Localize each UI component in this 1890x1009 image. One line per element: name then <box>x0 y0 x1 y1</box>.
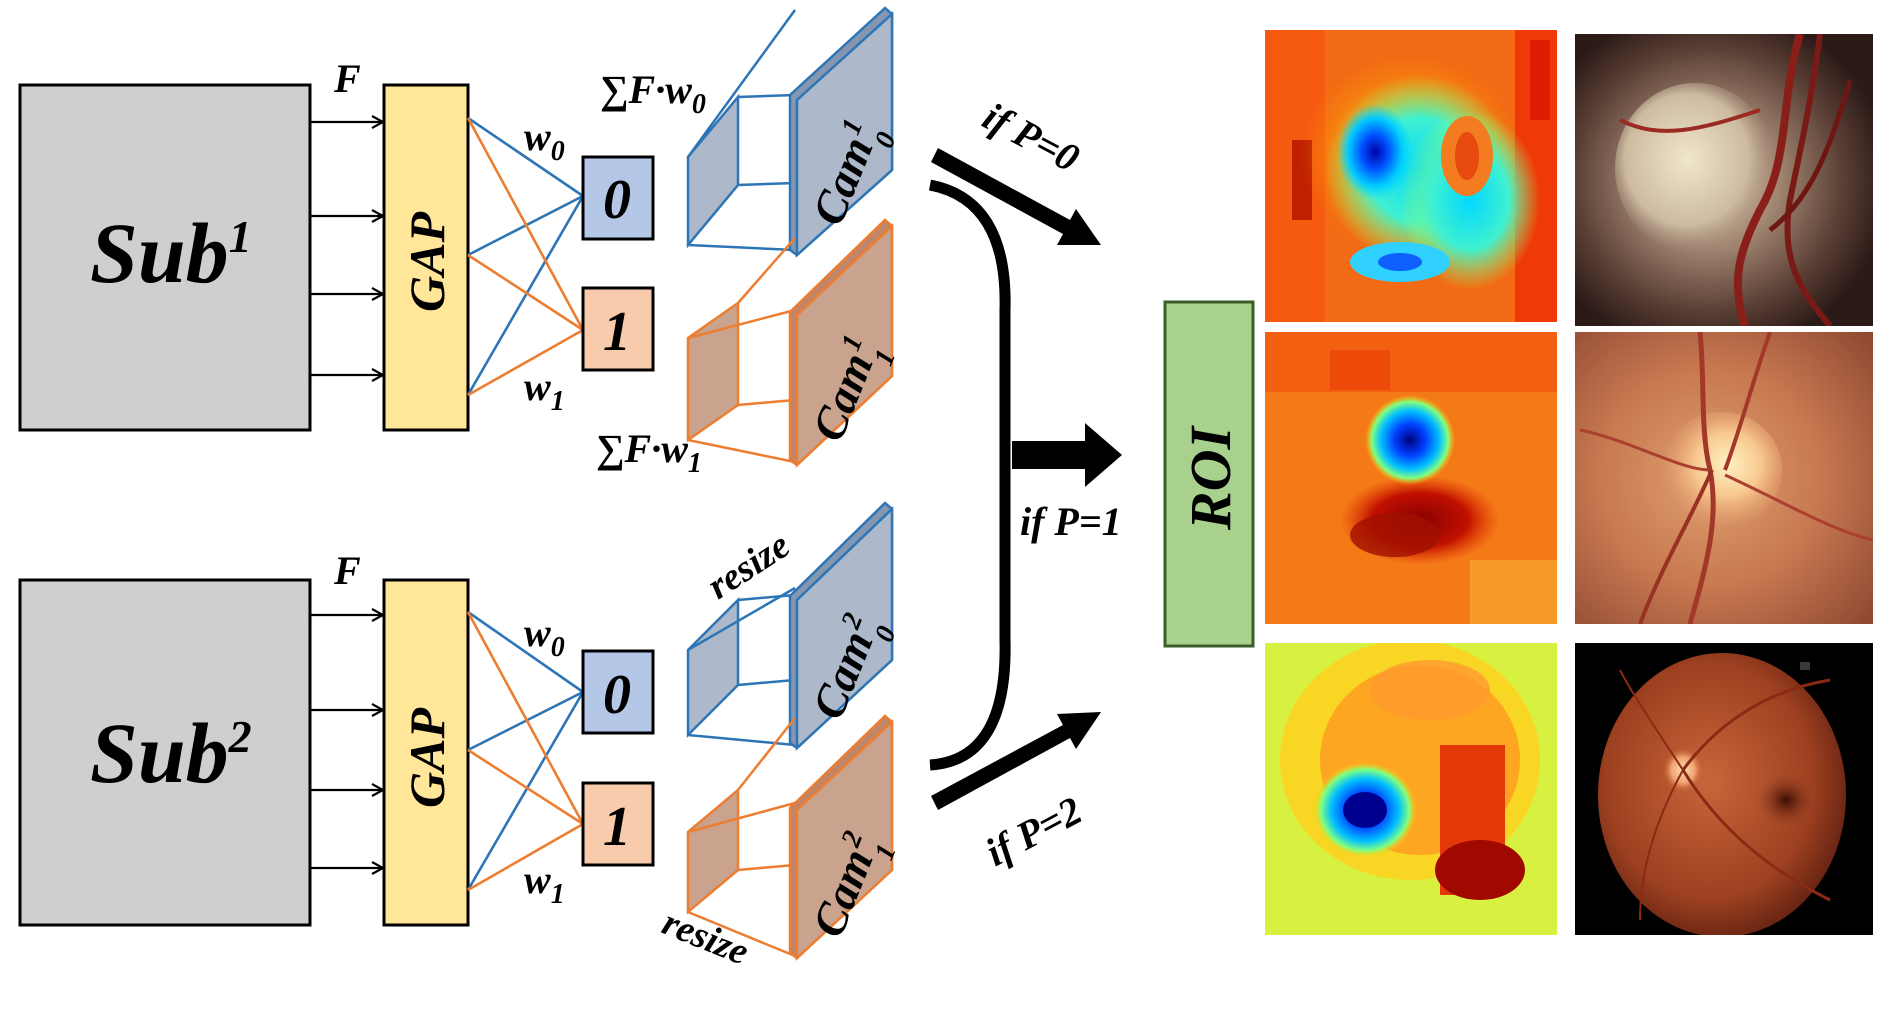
sub1-label: Sub1 <box>90 205 252 301</box>
class0-node-1 <box>581 155 655 241</box>
class0-label-1: 0 <box>603 169 631 231</box>
cam-map-orange-2 <box>686 714 894 961</box>
module-2: Sub2 F GAP w0 w1 0 1 <box>18 501 903 974</box>
fc-connections-2 <box>466 610 585 892</box>
fundus-image-1 <box>1575 34 1873 326</box>
resize-label-bottom: resize <box>657 901 755 973</box>
w0-label-1: w0 <box>524 114 565 167</box>
sub2-label: Sub2 <box>90 705 252 801</box>
selection-bracket <box>928 179 1011 771</box>
cam-map-orange-1 <box>686 218 894 468</box>
w1-label-2: w1 <box>524 857 565 910</box>
condition-p0: if P=0 <box>976 93 1087 180</box>
roi-label: ROI <box>1178 424 1243 531</box>
class1-label-2: 1 <box>603 796 631 858</box>
sum-fw1-label: ∑F·w1 <box>596 426 702 479</box>
class0-node-2 <box>581 649 655 735</box>
class1-node-2 <box>581 781 655 867</box>
class1-label-1: 1 <box>603 301 631 363</box>
class1-node-1 <box>581 286 655 372</box>
feature-label-2: F <box>333 548 361 593</box>
gap2-label: GAP <box>399 708 455 808</box>
feature-label-1: F <box>333 56 361 101</box>
arrow-p1 <box>1012 423 1122 487</box>
module-1: Sub1 F GAP w0 w1 0 1 <box>18 6 903 479</box>
w1-label-1: w1 <box>524 364 565 417</box>
sub1-box <box>18 83 312 432</box>
w0-label-2: w0 <box>524 610 565 663</box>
roi-box <box>1163 300 1255 648</box>
cam-map-blue-2 <box>686 501 894 751</box>
fundus-image-3 <box>1575 643 1873 935</box>
class0-label-2: 0 <box>603 664 631 726</box>
gap1-box <box>382 83 470 432</box>
sum-fw0-label: ∑F·w0 <box>600 67 706 120</box>
arrow-p2 <box>931 712 1101 810</box>
fundus-image-2 <box>1575 332 1873 624</box>
sub2-box <box>18 578 312 927</box>
condition-p1: if P=1 <box>1020 499 1122 544</box>
arrow-p0 <box>931 148 1101 245</box>
gap2-box <box>382 578 470 927</box>
condition-p2: if P=2 <box>978 787 1089 874</box>
heatmap-1 <box>1265 30 1557 322</box>
gap1-label: GAP <box>399 212 455 312</box>
heatmap-2 <box>1265 332 1557 624</box>
fc-connections-1 <box>466 116 585 397</box>
cam-map-blue-1 <box>686 6 894 258</box>
heatmap-3 <box>1265 643 1557 935</box>
